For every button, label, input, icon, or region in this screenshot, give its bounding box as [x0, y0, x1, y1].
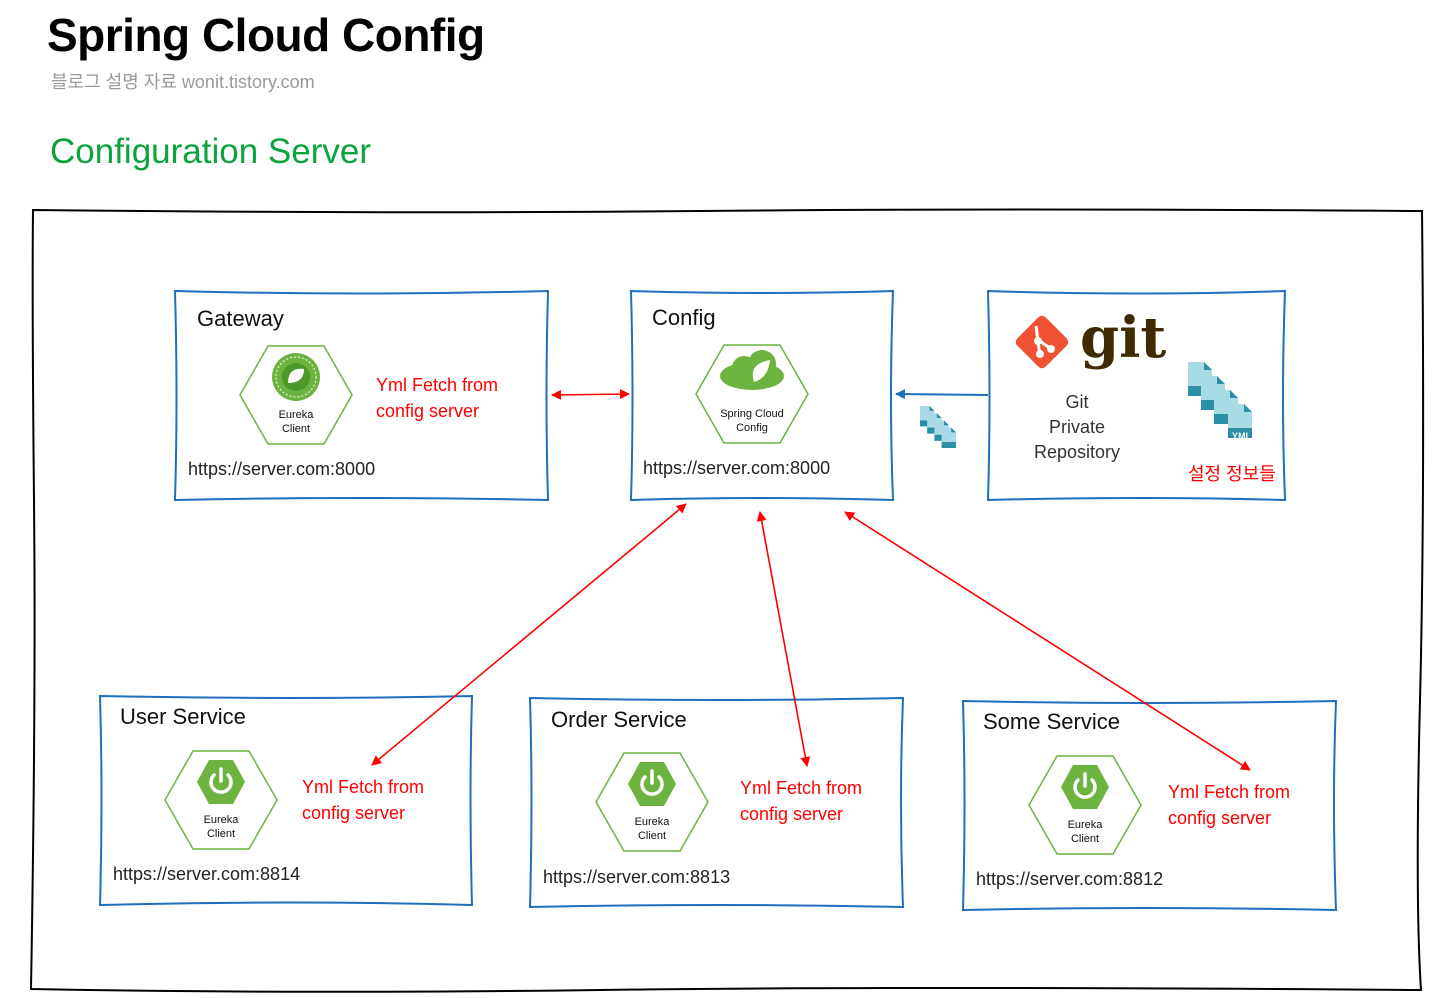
note-line: Yml Fetch from	[740, 778, 863, 798]
hexagon-label: Client	[1071, 833, 1099, 845]
order-service-url: https://server.com:8813	[543, 867, 731, 887]
arrow-git-config	[895, 389, 989, 400]
hexagon-label: Client	[638, 830, 666, 842]
git-logo-text: git	[1080, 305, 1166, 371]
hexagon-label: Eureka	[279, 409, 315, 421]
hexagon-label: Client	[207, 828, 235, 840]
label-line: Repository	[1033, 442, 1121, 462]
yml-files-small-icon	[920, 406, 956, 448]
page-subtitle: 블로그 설명 자료 wonit.tistory.com	[51, 72, 315, 92]
spring-boot-power-icon	[1061, 765, 1109, 809]
user-service-url: https://server.com:8814	[113, 864, 301, 884]
arrow-user-config	[371, 503, 687, 766]
arrow-gateway-config	[551, 389, 630, 400]
spring-cloud-icon	[720, 350, 784, 390]
arrow-some-config	[844, 511, 1251, 771]
order-service-title: Order Service	[551, 707, 687, 732]
gateway-note: Yml Fetch from config server	[376, 372, 498, 424]
some-service-title: Some Service	[983, 709, 1120, 734]
git-logo-icon	[1015, 315, 1069, 369]
note-line: Yml Fetch from	[302, 777, 425, 797]
gateway-title: Gateway	[197, 306, 284, 331]
note-line: config server	[1168, 808, 1272, 828]
user-service-title: User Service	[120, 704, 246, 729]
order-service-note: Yml Fetch from config server	[740, 775, 862, 827]
hexagon-label: Client	[282, 423, 310, 435]
config-title: Config	[652, 305, 716, 330]
spring-boot-power-icon	[197, 760, 245, 804]
hexagon-label: Config	[736, 422, 768, 434]
note-line: config server	[376, 401, 480, 421]
config-box	[629, 289, 895, 502]
gateway-box	[173, 289, 550, 502]
config-files-label: 설정 정보들	[1188, 464, 1276, 484]
hexagon-label: Spring Cloud	[720, 408, 784, 420]
config-url: https://server.com:8000	[643, 458, 831, 478]
hexagon-label: Eureka	[635, 816, 671, 828]
yml-files-icon: YML	[1188, 362, 1252, 441]
gateway-url: https://server.com:8000	[188, 459, 376, 479]
section-title: Configuration Server	[50, 132, 371, 171]
label-line: Git	[1065, 392, 1089, 412]
order-service-box	[528, 696, 905, 909]
some-service-note: Yml Fetch from config server	[1168, 779, 1290, 831]
some-service-url: https://server.com:8812	[976, 869, 1164, 889]
note-line: config server	[740, 804, 844, 824]
hexagon-label: Eureka	[1068, 819, 1104, 831]
git-box	[986, 289, 1287, 502]
page-title: Spring Cloud Config	[47, 9, 485, 61]
spring-boot-power-icon	[628, 762, 676, 806]
user-service-box	[98, 694, 474, 907]
note-line: config server	[302, 803, 406, 823]
spring-leaf-icon	[272, 353, 320, 401]
label-line: Private	[1048, 417, 1106, 437]
user-service-note: Yml Fetch from config server	[302, 774, 424, 826]
outer-frame	[29, 208, 1425, 993]
yml-badge: YML	[1232, 431, 1252, 441]
hexagon-label: Eureka	[204, 814, 240, 826]
note-line: Yml Fetch from	[1168, 782, 1291, 802]
arrow-order-config	[756, 511, 811, 767]
note-line: Yml Fetch from	[376, 375, 499, 395]
